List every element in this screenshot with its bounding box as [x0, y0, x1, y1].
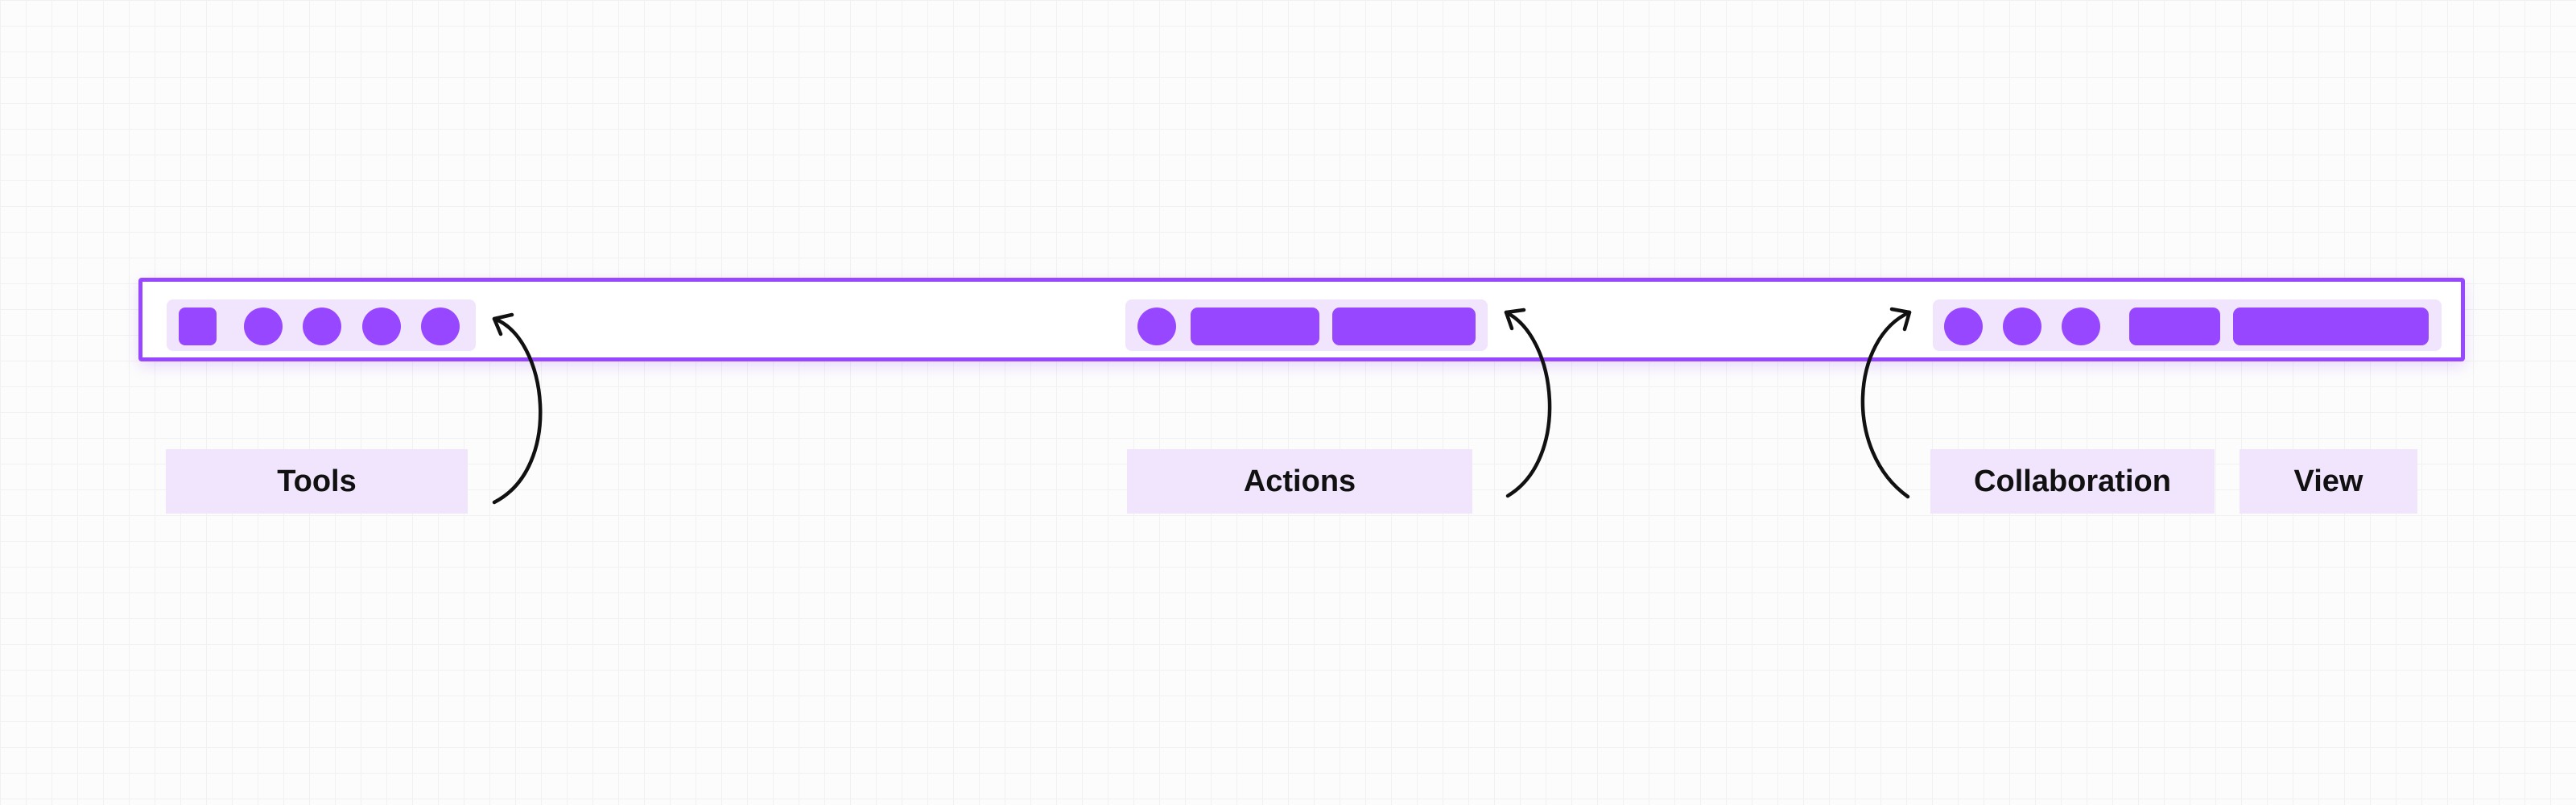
collab-avatar-icon-1[interactable]: [1944, 308, 1983, 345]
view-label: View: [2240, 449, 2417, 514]
tools-group: [167, 299, 476, 351]
collab-avatar-icon-3[interactable]: [2062, 308, 2100, 345]
actions-group: [1125, 299, 1488, 351]
collaboration-view-group: [1933, 299, 2442, 351]
collab-pill-button[interactable]: [2129, 308, 2220, 345]
action-pill-button-2[interactable]: [1332, 308, 1476, 345]
tool-circle-icon-2[interactable]: [303, 308, 341, 345]
tools-label: Tools: [166, 449, 468, 514]
action-circle-icon[interactable]: [1137, 308, 1176, 345]
tool-circle-icon-1[interactable]: [244, 308, 283, 345]
action-pill-button-1[interactable]: [1191, 308, 1319, 345]
view-pill-button[interactable]: [2233, 308, 2429, 345]
actions-label: Actions: [1127, 449, 1472, 514]
collab-avatar-icon-2[interactable]: [2003, 308, 2041, 345]
tool-circle-icon-3[interactable]: [362, 308, 401, 345]
toolbar-frame: [138, 278, 2465, 361]
collaboration-label: Collaboration: [1930, 449, 2215, 514]
tool-circle-icon-4[interactable]: [421, 308, 460, 345]
tool-square-icon[interactable]: [179, 308, 217, 345]
